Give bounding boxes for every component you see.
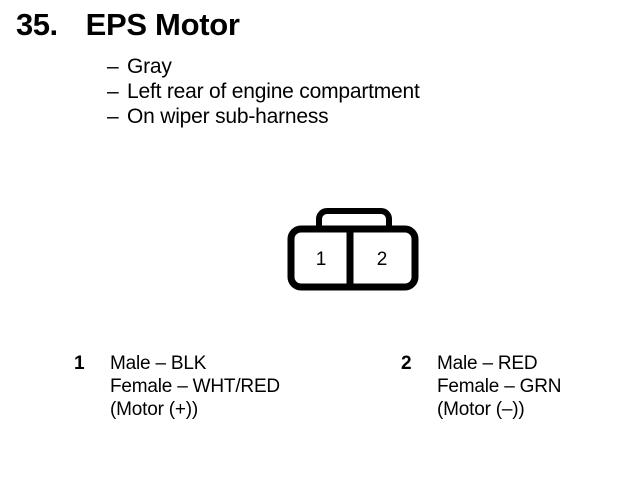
notes-list: –Gray –Left rear of engine compartment –… — [107, 54, 607, 129]
note-item-label: Gray — [127, 55, 172, 78]
pin-number: 2 — [401, 353, 412, 374]
pin-female-wire: Female – WHT/RED — [110, 376, 280, 397]
pin-detail-lines: Male – BLK Female – WHT/RED (Motor (+)) — [110, 352, 280, 421]
page-title: 35. EPS Motor — [16, 6, 616, 46]
pin-description-2: 2 Male – RED Female – GRN (Motor (–)) — [401, 352, 562, 421]
page-title-number: 35. — [16, 7, 58, 42]
pin-description-1: 1 Male – BLK Female – WHT/RED (Motor (+)… — [74, 352, 280, 421]
pin-detail-lines: Male – RED Female – GRN (Motor (–)) — [437, 352, 562, 421]
connector-cavity-label-1: 1 — [316, 249, 327, 270]
pin-function: (Motor (–)) — [437, 399, 525, 420]
connector-cavity-label-2: 2 — [377, 249, 388, 270]
note-item-label: On wiper sub-harness — [127, 105, 329, 128]
connector-diagram: 1 2 — [286, 204, 420, 294]
pin-number: 1 — [74, 353, 85, 374]
pin-male-wire: Male – BLK — [110, 353, 207, 374]
dash-icon: – — [107, 105, 119, 128]
dash-icon: – — [107, 55, 119, 78]
pin-function: (Motor (+)) — [110, 399, 199, 420]
dash-icon: – — [107, 80, 119, 103]
note-item: –On wiper sub-harness — [107, 104, 607, 129]
note-item: –Gray — [107, 54, 607, 79]
page-title-text: EPS Motor — [85, 7, 240, 42]
pin-female-wire: Female – GRN — [437, 376, 562, 397]
note-item-label: Left rear of engine compartment — [127, 80, 420, 103]
note-item: –Left rear of engine compartment — [107, 79, 607, 104]
pin-male-wire: Male – RED — [437, 353, 538, 374]
